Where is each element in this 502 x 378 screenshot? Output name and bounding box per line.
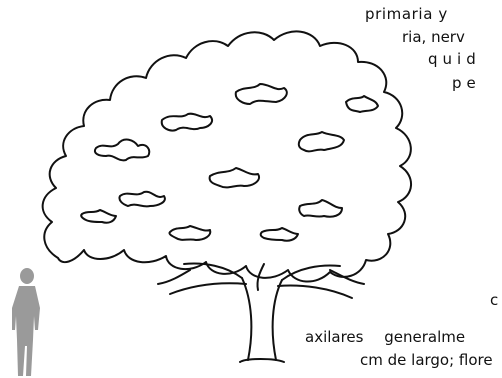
text-line-6: axilares generalme bbox=[305, 328, 466, 346]
text-line-4: pe bbox=[452, 74, 481, 92]
text-line-2: ria, nerv bbox=[402, 28, 465, 46]
text-line-5: c bbox=[490, 291, 499, 309]
text-line-1: primaria y bbox=[365, 5, 448, 23]
text-line-7: cm de largo; flore bbox=[360, 351, 493, 369]
text-line-3: quid bbox=[428, 50, 481, 68]
